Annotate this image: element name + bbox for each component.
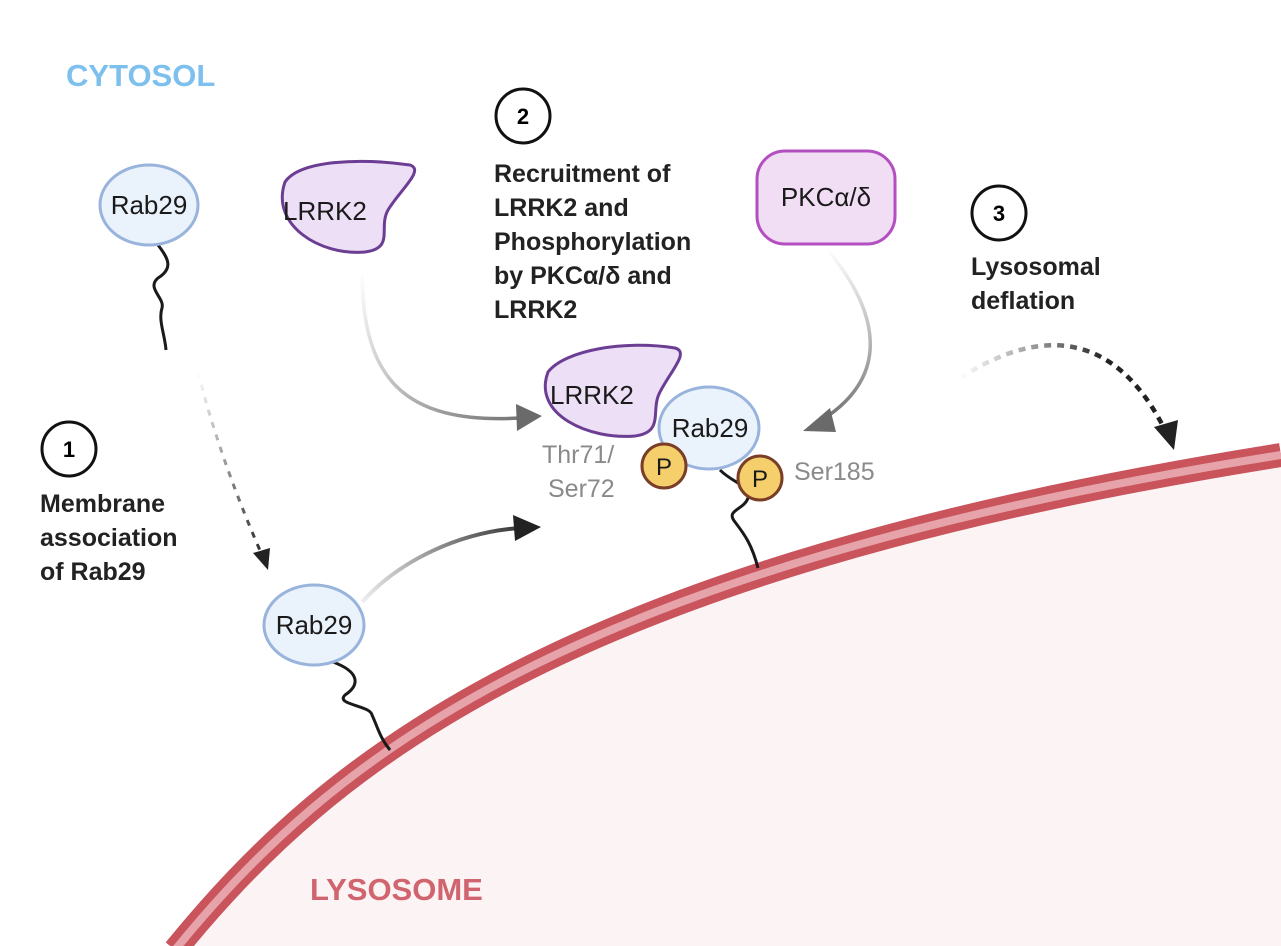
site-thr71-ser72: Thr71/ Ser72 [542, 441, 621, 503]
step-2-badge [494, 87, 552, 145]
step-1-line-1: Membrane [40, 490, 165, 518]
rab29-cytosolic: Rab29 [98, 163, 200, 351]
step-2-number: 2 [517, 104, 529, 129]
site-ser185: Ser185 [794, 458, 875, 486]
step-3: 3 Lysosomal deflation [970, 184, 1108, 315]
arrow-recruitment-up [360, 515, 541, 604]
step-2-line-3: Phosphorylation [494, 228, 691, 256]
step-1-number: 1 [63, 437, 75, 462]
step-2-line-2: LRRK2 and [494, 194, 629, 222]
rab29-label: Rab29 [111, 190, 188, 220]
pkc-protein-icon [755, 149, 897, 246]
arrow-membrane-association [196, 371, 270, 570]
phosphate-thr71: P [640, 442, 688, 490]
step-3-number: 3 [993, 201, 1005, 226]
lipid-anchor-icon [332, 660, 392, 751]
rab29-protein-icon [657, 385, 761, 471]
pkc-label: PKCα/δ [781, 182, 871, 212]
rab29-membrane-bound: Rab29 [262, 583, 392, 751]
lrrk2-protein-icon [544, 343, 682, 438]
lrrk2-cytosolic: LRRK2 [280, 159, 417, 254]
step-2: 2 Recruitment of LRRK2 and Phosphorylati… [494, 87, 698, 324]
step-3-line-1: Lysosomal [971, 253, 1101, 281]
pkc-cytosolic: PKCα/δ [755, 149, 897, 246]
phosphate-group-icon [640, 442, 688, 490]
lipid-anchor-icon [152, 244, 170, 351]
lrrk2-label: LRRK2 [550, 380, 634, 410]
arrow-pkc-phosphorylation [803, 246, 872, 432]
lysosome-membrane-inner [173, 451, 1281, 946]
phosphate-label: P [656, 454, 672, 481]
step-2-line-4: by PKCα/δ and [494, 262, 672, 290]
step-3-text: Lysosomal deflation [971, 253, 1108, 315]
step-1: 1 Membrane association of Rab29 [40, 420, 185, 586]
arrow-lrrk2-recruitment [360, 269, 542, 431]
step-2-line-5: LRRK2 [494, 296, 577, 324]
phosphate-group-icon [736, 454, 784, 502]
lrrk2-rab29-complex: LRRK2 Rab29 P P Thr71/ Ser72 Ser185 [542, 343, 875, 569]
step-1-line-3: of Rab29 [40, 558, 146, 586]
step-1-line-2: association [40, 524, 178, 552]
step-3-badge [970, 184, 1028, 242]
rab29-protein-icon [98, 163, 200, 247]
rab29-protein-icon [262, 583, 366, 667]
lrrk2-protein-icon [280, 159, 417, 254]
step-1-badge [40, 420, 98, 478]
lrrk2-label: LRRK2 [283, 196, 367, 226]
step-2-line-1: Recruitment of [494, 160, 671, 188]
step-3-line-2: deflation [971, 287, 1075, 315]
site-thr71-line: Thr71/ [542, 441, 614, 469]
step-2-text: Recruitment of LRRK2 and Phosphorylation… [494, 160, 698, 324]
site-ser72-line: Ser72 [548, 475, 615, 503]
step-1-text: Membrane association of Rab29 [40, 490, 185, 586]
phosphate-ser185: P [736, 454, 784, 502]
rab29-label: Rab29 [276, 610, 353, 640]
rab29-label: Rab29 [672, 413, 749, 443]
arrow-lysosomal-deflation [958, 343, 1178, 450]
lysosome-label: LYSOSOME [310, 872, 483, 907]
lysosome-lumen [178, 455, 1281, 946]
cytosol-label: CYTOSOL [66, 58, 215, 93]
phosphate-label: P [752, 466, 768, 493]
